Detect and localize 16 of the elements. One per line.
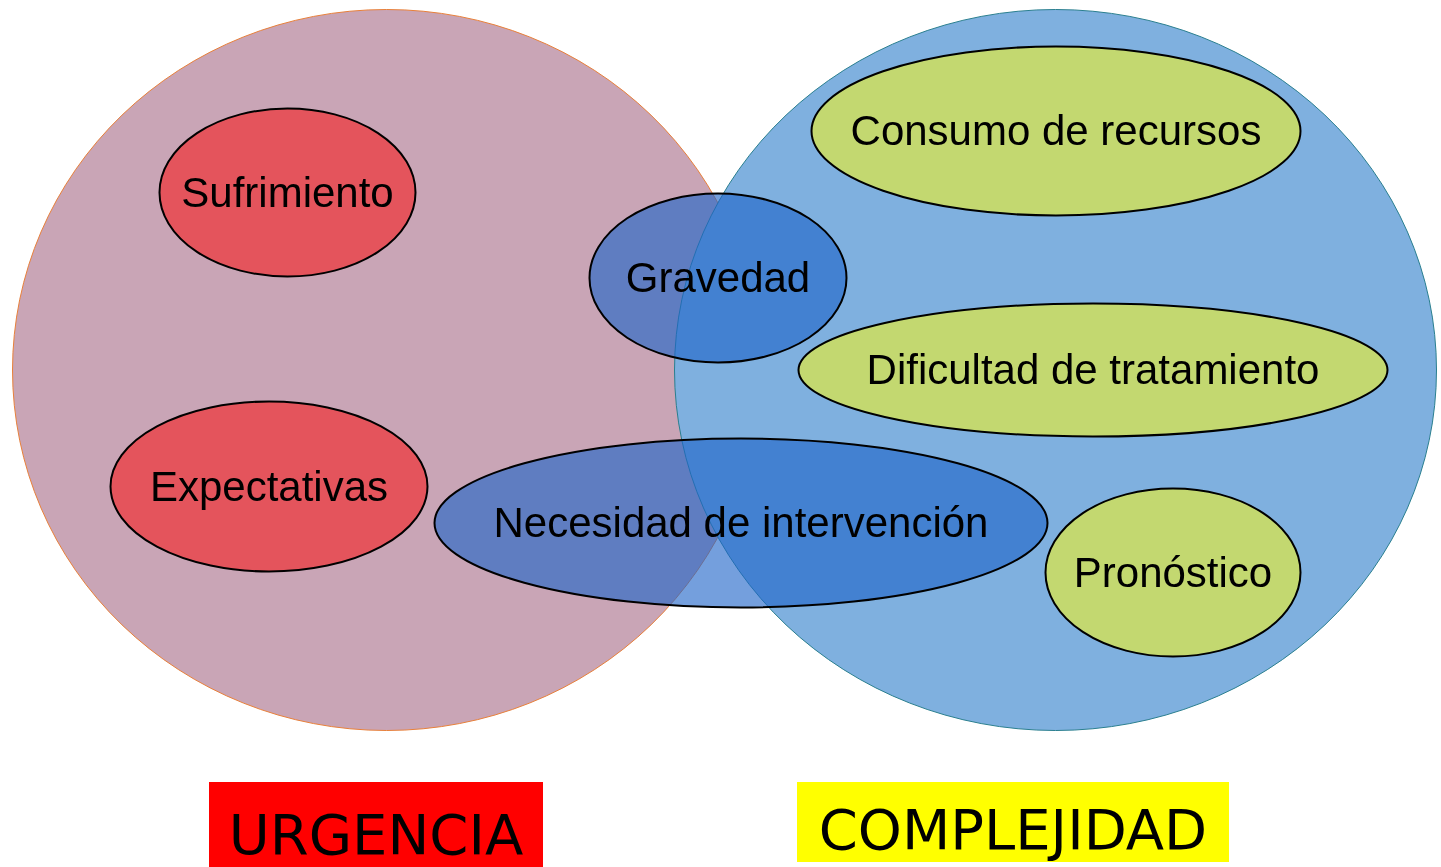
- ellipse-bubble: [158, 107, 417, 278]
- ellipse-bubble: [1044, 487, 1302, 658]
- term-label: Gravedad: [624, 254, 812, 302]
- term-label: Expectativas: [148, 462, 390, 511]
- set-title: COMPLEJIDAD: [797, 782, 1229, 862]
- term-label: Dificultad de tratamiento: [865, 346, 1321, 394]
- term-label: Sufrimiento: [180, 168, 395, 217]
- term-label: Consumo de recursos: [849, 107, 1263, 155]
- ellipse-bubble: [109, 400, 429, 573]
- ellipse-bubble: [797, 302, 1389, 438]
- ellipse-bubble: [588, 192, 848, 364]
- ellipse-bubble: [433, 437, 1049, 609]
- ellipse-bubble: [810, 45, 1302, 217]
- term-label: Necesidad de intervención: [492, 499, 990, 547]
- set-title: URGENCIA: [209, 782, 543, 867]
- term-label: Pronóstico: [1072, 548, 1274, 597]
